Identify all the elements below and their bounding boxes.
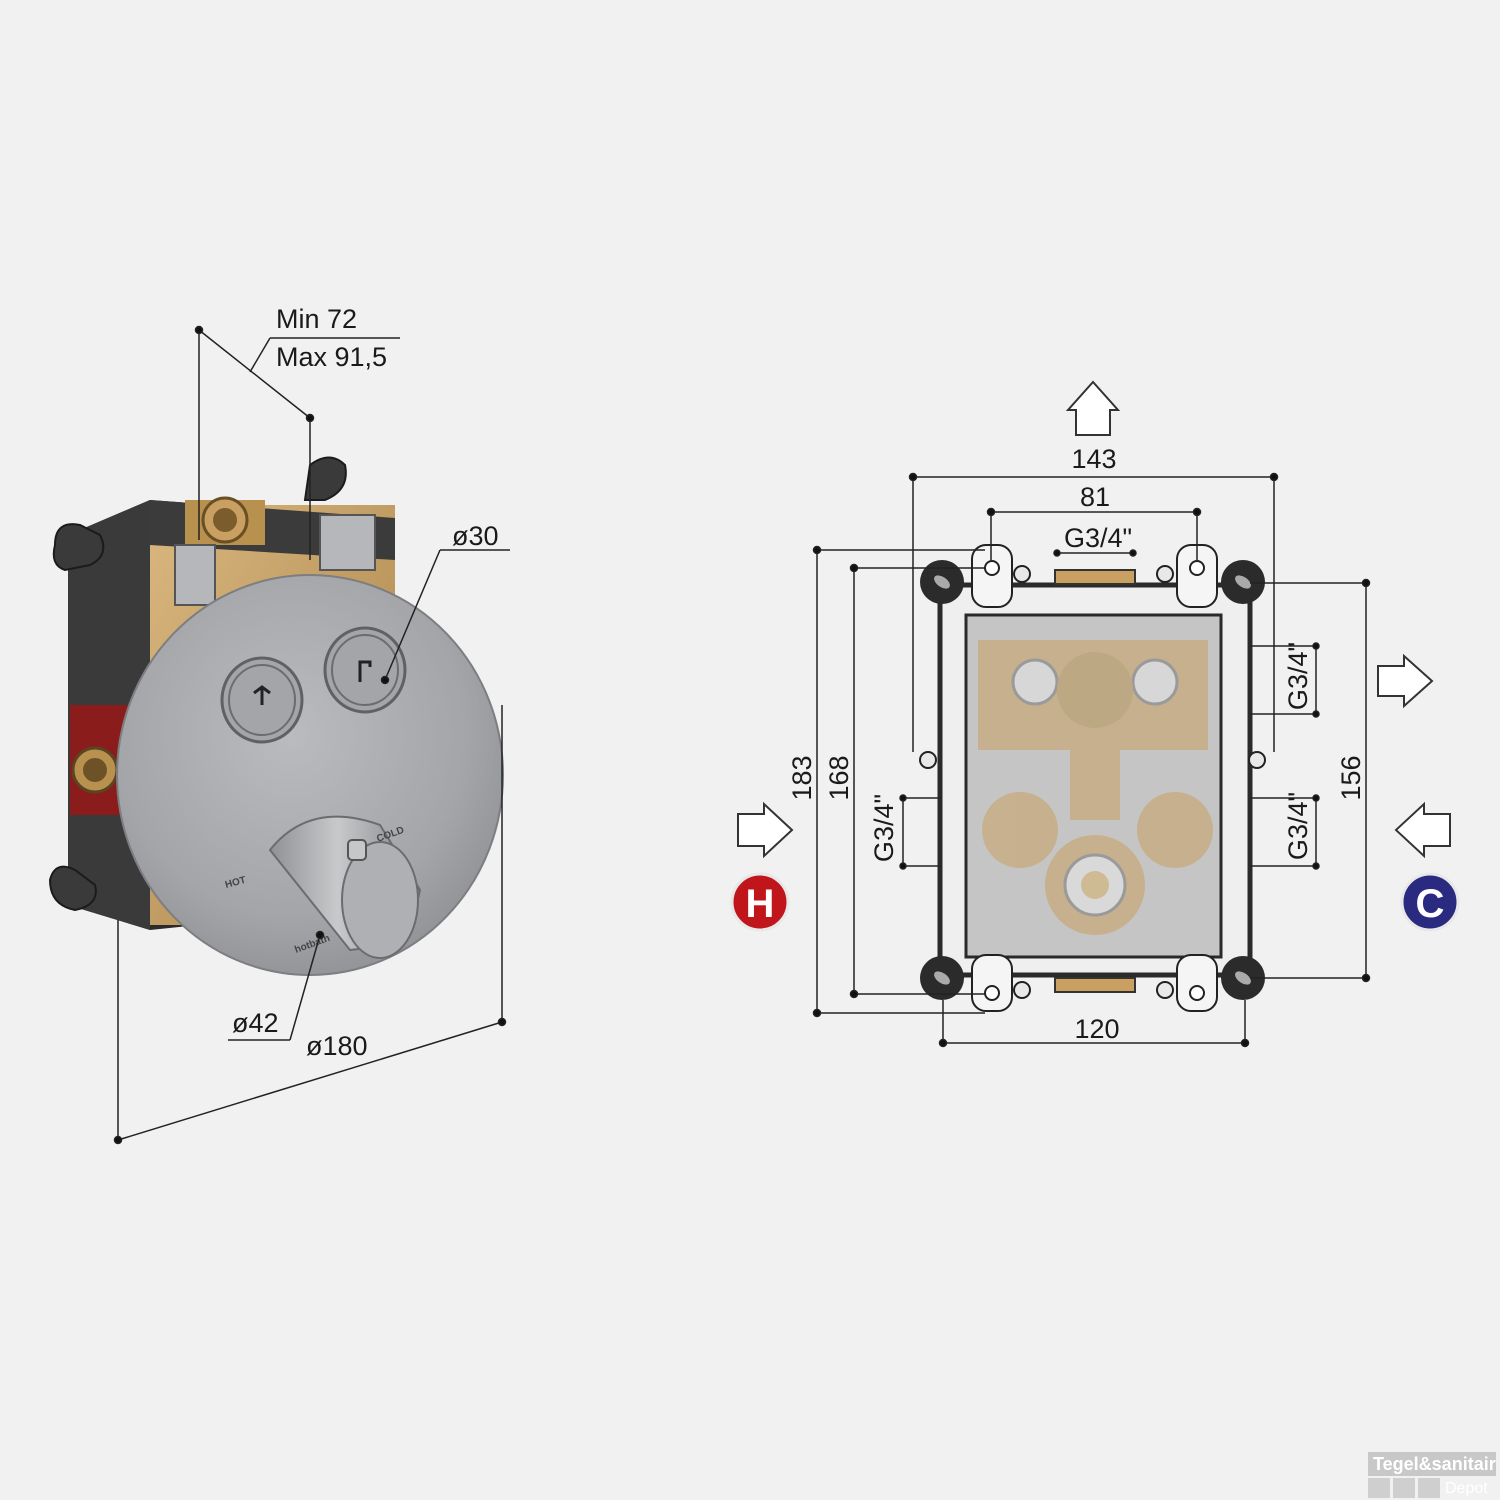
tap-button [323, 626, 407, 714]
svg-text:Depot: Depot [1445, 1480, 1488, 1497]
height-total-label: 183 [787, 755, 817, 800]
cover-plate [116, 574, 504, 976]
cold-badge: C [1400, 872, 1460, 932]
width-holes-label: 81 [1080, 482, 1110, 512]
svg-text:C: C [1416, 882, 1445, 926]
width-total-label: 143 [1071, 444, 1116, 474]
svg-text:H: H [746, 882, 775, 926]
shower-head-icon [253, 685, 271, 705]
plate-diameter-label: ø180 [306, 1031, 368, 1061]
hot-inlet-arrow [737, 801, 794, 859]
left-dimension-lines [113, 325, 510, 1145]
svg-text:Tegel&sanitair: Tegel&sanitair [1373, 1454, 1496, 1474]
right-connection-top-label: G3/4" [1283, 642, 1313, 710]
hot-badge: H [730, 872, 790, 932]
right-connection-bottom-label: G3/4" [1283, 792, 1313, 860]
left-view: HOT COLD hotbath Min 72 Max 91,5 ø [48, 304, 510, 1145]
right-dimension-lines [812, 472, 1371, 1048]
knob-diameter-label: ø42 [232, 1008, 279, 1038]
left-connection-label: G3/4" [869, 794, 899, 862]
mounting-box [919, 544, 1266, 1012]
height-holes-label: 168 [824, 755, 854, 800]
hot-label: HOT [224, 875, 247, 891]
thermostat-knob [268, 815, 422, 959]
watermark-logo: Tegel&sanitair Depot [1368, 1452, 1496, 1498]
cold-inlet-arrow [1394, 801, 1451, 859]
button-diameter-label: ø30 [452, 521, 499, 551]
outlet-arrow-right [1377, 653, 1434, 709]
depth-min-label: Min 72 [276, 304, 357, 334]
outlet-arrow-up [1065, 380, 1121, 436]
height-right-label: 156 [1336, 755, 1366, 800]
depth-max-label: Max 91,5 [276, 342, 387, 372]
tap-icon [358, 660, 372, 682]
shower-button [220, 656, 304, 744]
right-view: H C [730, 380, 1460, 1048]
top-connection-label: G3/4" [1064, 523, 1132, 553]
width-bottom-label: 120 [1074, 1014, 1119, 1044]
